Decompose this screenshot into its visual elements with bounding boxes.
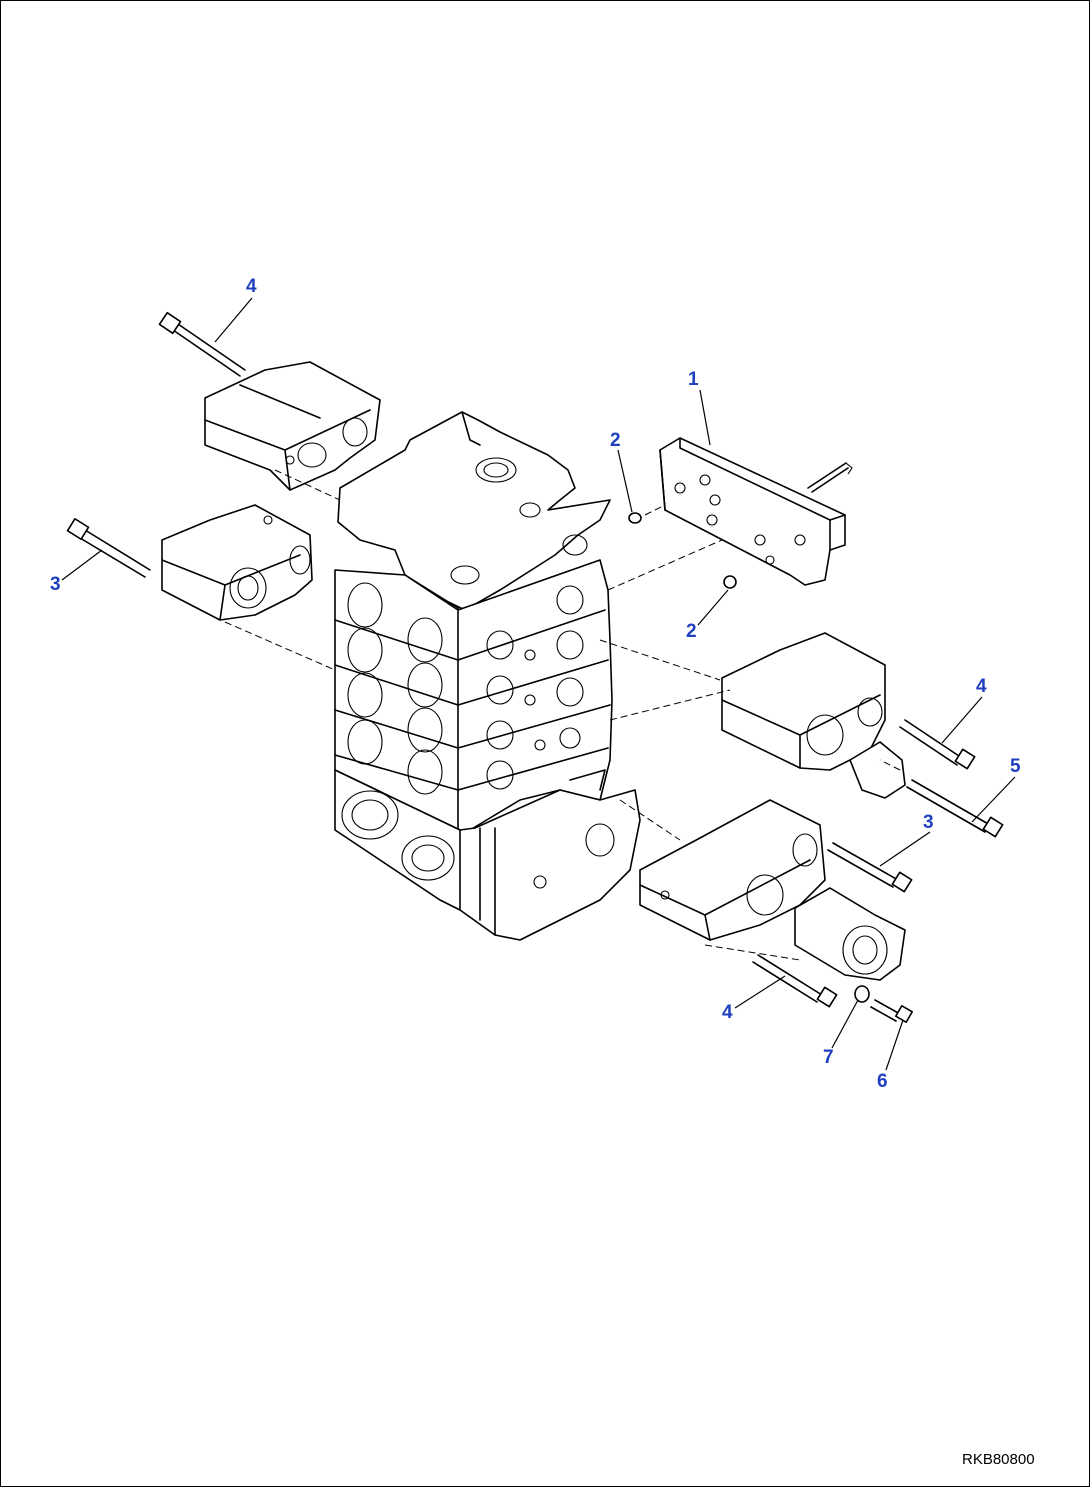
callout-3-left: 3: [50, 574, 61, 595]
cover-plate: [659, 437, 853, 586]
right-upper-actuator: [721, 632, 906, 799]
callout-3-right: 3: [923, 812, 934, 833]
callout-5: 5: [1010, 756, 1021, 777]
leader-lines: [61, 297, 1016, 1071]
drawing-code: RKB80800: [962, 1451, 1035, 1468]
right-lower-actuator: [639, 799, 906, 981]
callout-4-top: 4: [246, 276, 257, 297]
bolts: [66, 311, 1004, 1023]
callout-6: 6: [877, 1071, 888, 1092]
callout-2-upper: 2: [610, 430, 621, 451]
callout-1: 1: [688, 369, 699, 390]
middle-left-actuator: [161, 504, 313, 621]
callout-4-bottom: 4: [722, 1002, 733, 1023]
upper-left-actuator: [204, 361, 381, 491]
callout-2-lower: 2: [686, 621, 697, 642]
callouts: 4 3 1 2 2 4 5 3 4 7 6: [50, 276, 1021, 1092]
o-rings: [628, 512, 737, 589]
callout-7: 7: [823, 1047, 834, 1068]
callout-4-right: 4: [976, 676, 987, 697]
assembly-lines: [224, 469, 901, 961]
valve-body: [334, 411, 641, 941]
